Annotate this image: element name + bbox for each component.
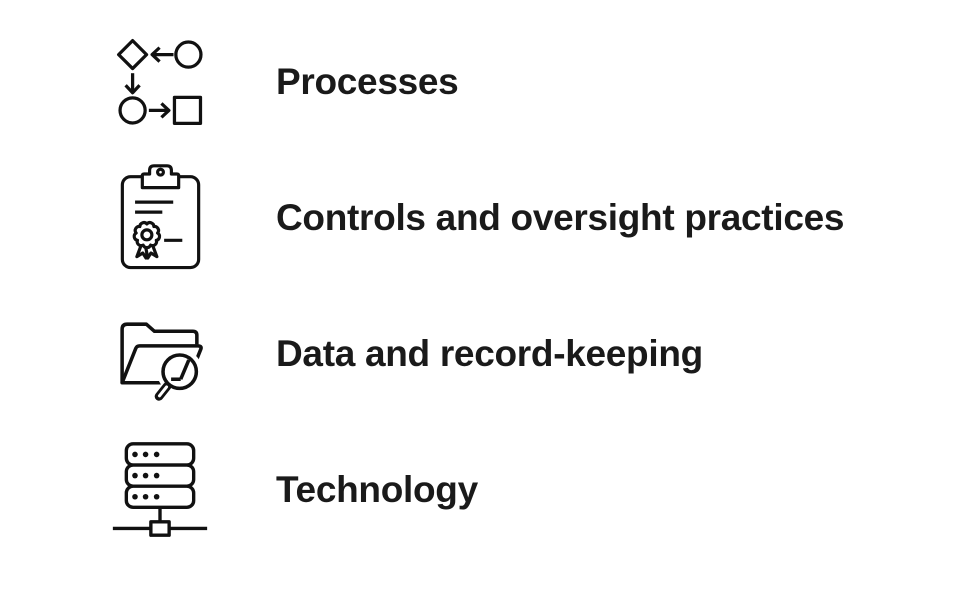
clipboard-certificate-icon: [120, 163, 200, 269]
list-item: Technology: [0, 422, 844, 558]
list-item-label: Controls and oversight practices: [276, 197, 845, 238]
server-network-icon: [112, 441, 208, 537]
folder-search-icon: [119, 321, 203, 401]
item-list: Processes Controls and oversight pra: [0, 14, 844, 558]
list-item-label: Technology: [276, 469, 478, 510]
list-item: Data and record-keeping: [0, 286, 844, 422]
list-item-label: Processes: [276, 61, 459, 102]
list-item-label: Data and record-keeping: [276, 333, 703, 374]
flowchart-icon: [116, 38, 203, 125]
list-item: Processes: [0, 14, 844, 150]
list-item: Controls and oversight practices: [0, 150, 844, 286]
